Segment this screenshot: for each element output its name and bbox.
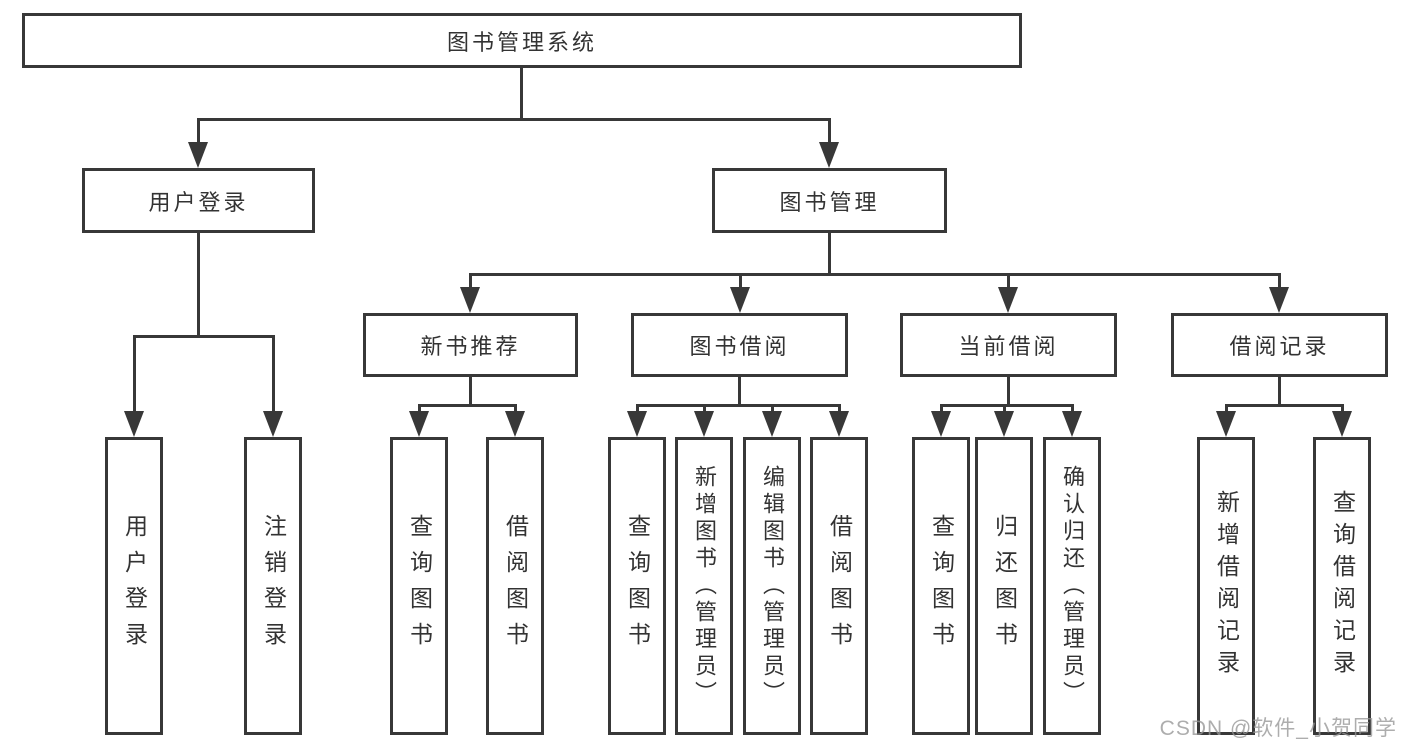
leaf-add-books-admin: 新增图书（管理员） [675,437,733,735]
connector-arrow [1269,287,1289,313]
connector-line [838,404,841,414]
leaf-borrow-books: 借阅图书 [810,437,868,735]
connector-arrow [694,411,714,437]
connector-line [469,273,472,289]
connector-line [738,377,741,407]
connector-line [197,118,200,146]
connector-arrow [1332,411,1352,437]
connector-arrow [994,411,1014,437]
leaf-label: 新增图书（管理员） [692,464,717,708]
connector-line [1003,404,1006,414]
connector-line [636,404,841,407]
leaf-query-books-current: 查询图书 [912,437,970,735]
connector-line [469,377,472,407]
connector-arrow [263,411,283,437]
connector-line [418,404,421,414]
leaf-query-books-borrowing: 查询图书 [608,437,666,735]
connector-line [636,404,639,414]
leaf-borrow-books-recommend: 借阅图书 [486,437,544,735]
node-borrowing-records: 借阅记录 [1171,313,1388,377]
connector-arrow [829,411,849,437]
leaf-label: 注销登录 [260,514,287,658]
connector-arrow [505,411,525,437]
leaf-label: 查询借阅记录 [1329,490,1356,682]
leaf-label: 归还图书 [991,514,1018,658]
connector-line [703,404,706,414]
connector-line [1007,377,1010,407]
leaf-user-login: 用户登录 [105,437,163,735]
connector-arrow [730,287,750,313]
connector-line [940,404,1074,407]
leaf-label: 借阅图书 [502,514,529,658]
leaf-label: 查询图书 [406,514,433,658]
leaf-label: 查询图书 [928,514,955,658]
connector-line [272,335,275,413]
connector-line [1225,404,1344,407]
connector-arrow [409,411,429,437]
connector-line [133,335,136,413]
connector-line [469,273,1281,276]
node-current-borrowing: 当前借阅 [900,313,1117,377]
leaf-confirm-return-admin: 确认归还（管理员） [1043,437,1101,735]
connector-line [197,118,831,121]
connector-arrow [1216,411,1236,437]
connector-line [1007,273,1010,289]
connector-line [197,233,200,335]
connector-arrow [998,287,1018,313]
connector-arrow [627,411,647,437]
leaf-return-books: 归还图书 [975,437,1033,735]
connector-arrow [460,287,480,313]
connector-line [1341,404,1344,414]
leaf-label: 用户登录 [121,514,148,658]
connector-arrow [188,142,208,168]
connector-line [1071,404,1074,414]
connector-arrow [762,411,782,437]
connector-line [418,404,517,407]
leaf-add-borrow-record: 新增借阅记录 [1197,437,1255,735]
connector-line [520,68,523,118]
leaf-query-books-recommend: 查询图书 [390,437,448,735]
connector-line [1278,377,1281,407]
connector-arrow [1062,411,1082,437]
connector-line [1278,273,1281,289]
node-book-borrowing: 图书借阅 [631,313,848,377]
connector-line [940,404,943,414]
connector-line [771,404,774,414]
csdn-watermark: CSDN @软件_小贺同学 [1159,717,1397,740]
node-new-book-recommendation: 新书推荐 [363,313,578,377]
connector-line [828,118,831,146]
node-root-library-system: 图书管理系统 [22,13,1022,68]
leaf-query-borrow-record: 查询借阅记录 [1313,437,1371,735]
node-book-management: 图书管理 [712,168,947,233]
leaf-edit-books-admin: 编辑图书（管理员） [743,437,801,735]
connector-line [133,335,275,338]
leaf-logout: 注销登录 [244,437,302,735]
connector-arrow [124,411,144,437]
leaf-label: 编辑图书（管理员） [760,464,785,708]
leaf-label: 新增借阅记录 [1213,490,1240,682]
connector-arrow [819,142,839,168]
leaf-label: 借阅图书 [826,514,853,658]
connector-arrow [931,411,951,437]
leaf-label: 确认归还（管理员） [1060,464,1085,708]
connector-line [828,233,831,276]
connector-line [1225,404,1228,414]
node-user-login: 用户登录 [82,168,315,233]
connector-line [739,273,742,289]
connector-line [514,404,517,414]
leaf-label: 查询图书 [624,514,651,658]
